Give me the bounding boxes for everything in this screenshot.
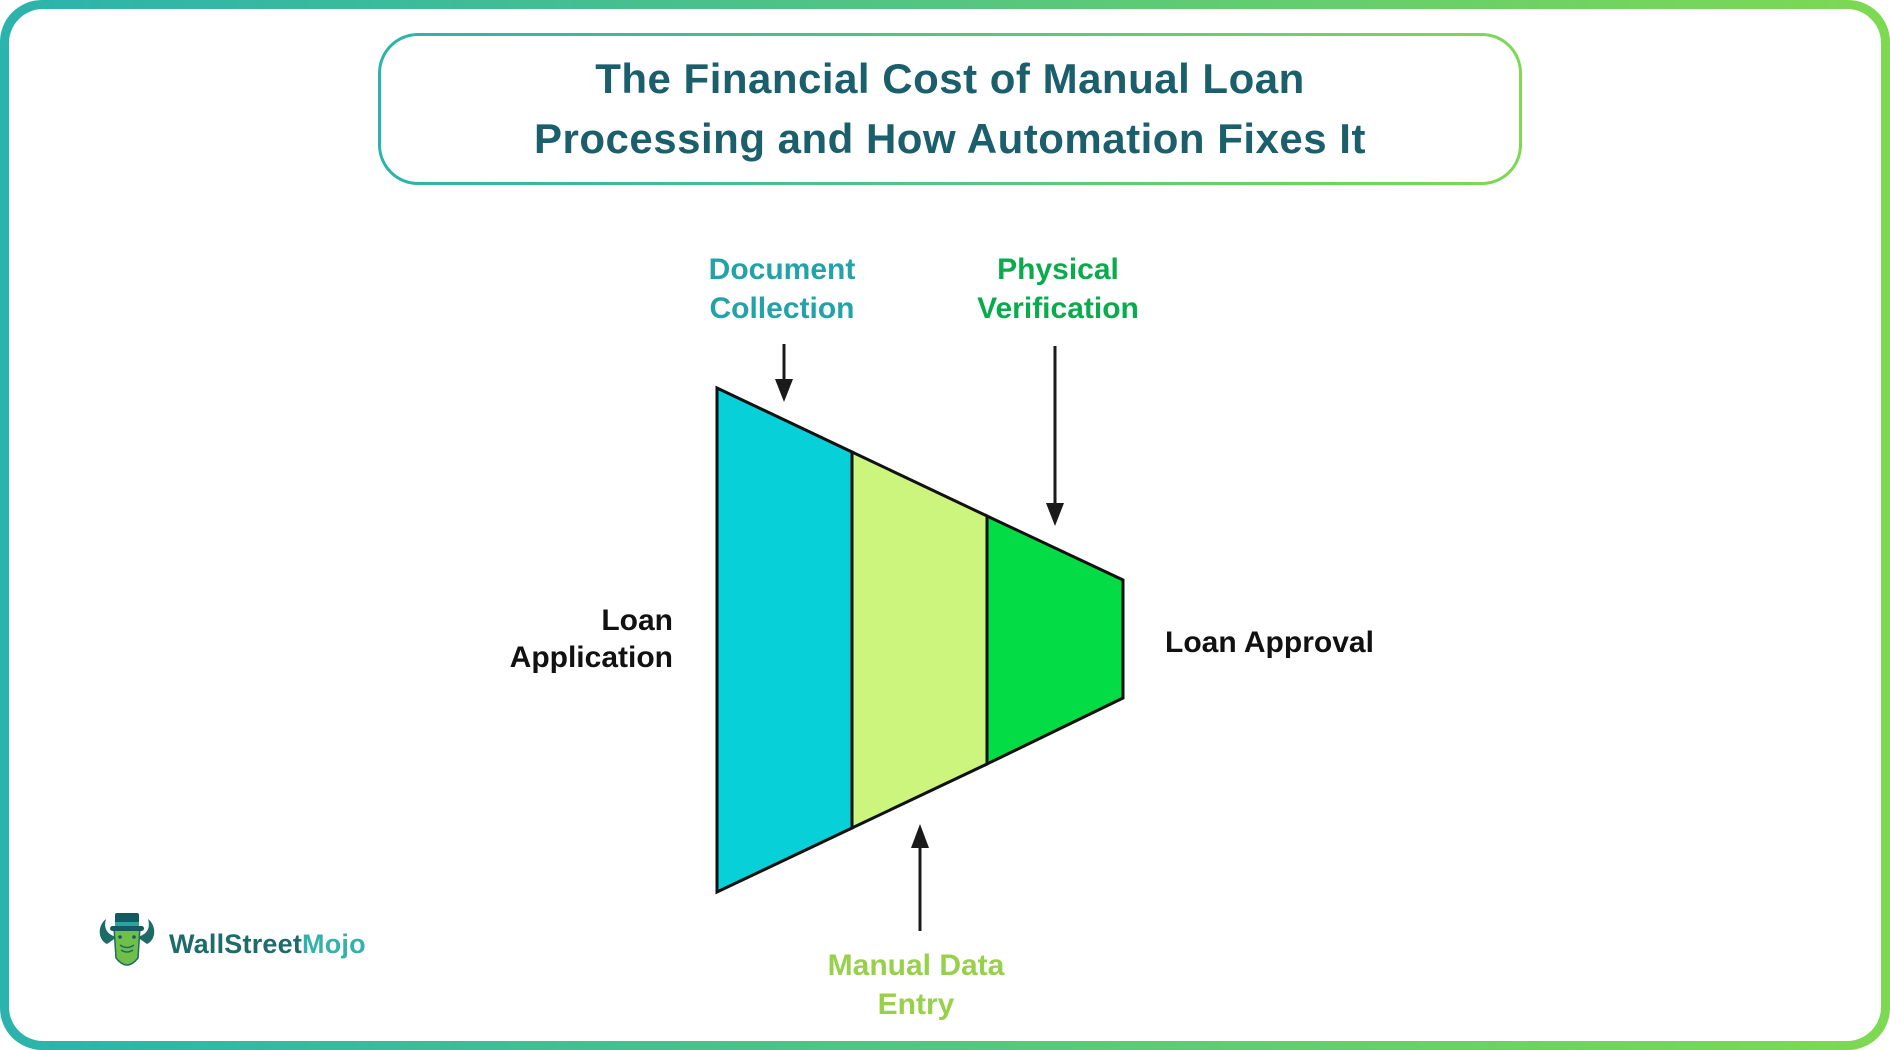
stage-label-document-collection: Document Collection [622,250,942,328]
stage-label-line: Verification [977,292,1139,325]
loan-application-line1: Loan [601,604,673,637]
bull-logo-icon [99,913,155,966]
wallstreetmojo-logo: WallStreetMojo [95,912,366,976]
title-box-inner: The Financial Cost of Manual Loan Proces… [381,36,1519,182]
stage-label-line: Entry [877,988,955,1021]
loan-application-line2: Application [509,641,673,674]
stage-label-line: Collection [709,292,855,325]
manual-data-entry-arrow [911,824,929,931]
stage-label-line: Manual Data [827,949,1005,982]
wordmark-wallstreet: WallStreet [169,928,303,959]
funnel-stage-physical-verification [985,513,1125,767]
wallstreetmojo-wordmark: WallStreetMojo [169,929,366,960]
loan-approval-label: Loan Approval [1165,626,1374,659]
stage-label-line: Document [708,253,856,286]
funnel-stage-manual-data-entry [850,449,989,831]
stage-label-line: Physical [997,253,1119,286]
document-collection-arrow [775,344,793,402]
loan-application-label: Loan Application [413,602,673,676]
physical-verification-arrow [1046,346,1064,526]
wordmark-mojo: Mojo [302,928,366,959]
stage-label-physical-verification: Physical Verification [898,250,1218,328]
page-title-line2: Processing and How Automation Fixes It [534,115,1366,162]
funnel-stage-document-collection [715,385,854,895]
title-box: The Financial Cost of Manual Loan Proces… [378,33,1522,185]
page-title-line1: The Financial Cost of Manual Loan [595,55,1305,102]
stage-label-manual-data-entry: Manual Data Entry [756,946,1076,1024]
